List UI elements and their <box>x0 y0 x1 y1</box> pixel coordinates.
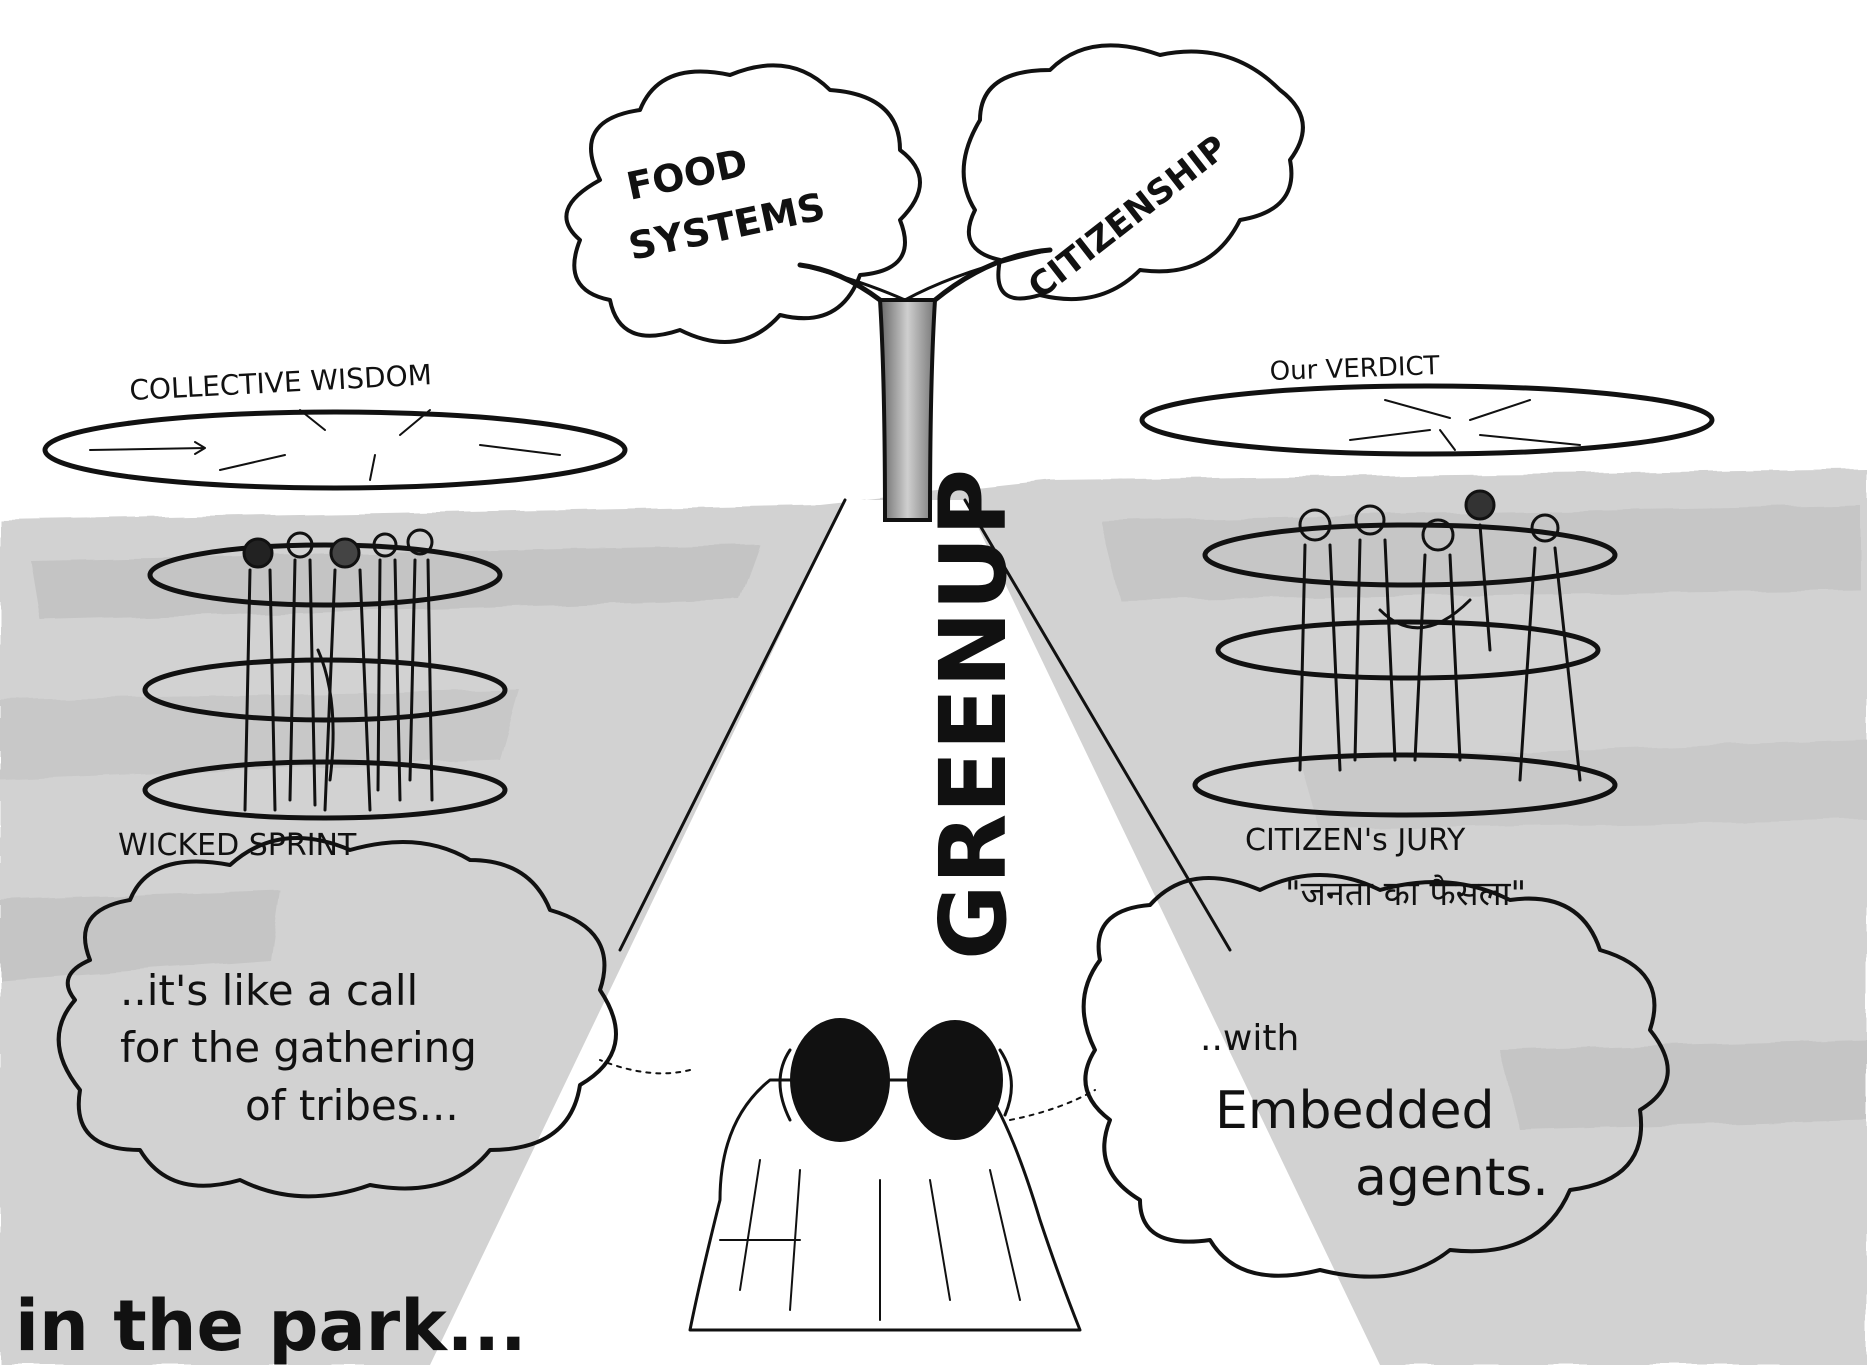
figure-head-left <box>790 1018 890 1142</box>
right-group: Our VERDICT CITIZEN's JURY <box>1139 351 1715 914</box>
jury-people <box>1298 489 1582 782</box>
speech-left-line3: of tribes... <box>245 1081 459 1130</box>
hindi-label: "जनता का फैसला" <box>1285 874 1526 914</box>
seated-figures <box>688 1018 1082 1332</box>
citizens-jury-label: CITIZEN's JURY <box>1245 823 1466 858</box>
speech-right-line1: ..with <box>1200 1018 1299 1059</box>
speech-right-line2: Embedded <box>1215 1081 1495 1141</box>
tree-trunk <box>797 247 1053 522</box>
collective-wisdom-label: COLLECTIVE WISDOM <box>129 358 433 407</box>
cloud-citizenship: CITIZENSHIP <box>961 43 1305 307</box>
collective-wisdom-disk <box>42 409 628 491</box>
caption-in-the-park: in the park... <box>15 1285 527 1365</box>
speech-cloud-right: ..with Embedded agents. <box>1009 873 1670 1279</box>
road-edges <box>618 498 1232 952</box>
figure-folds <box>719 1159 1021 1321</box>
wisdom-arrows <box>89 409 561 481</box>
sprint-rings <box>142 542 508 821</box>
figure-head-right <box>907 1020 1003 1140</box>
verdict-disk <box>1139 383 1715 457</box>
jury-rings <box>1192 522 1618 818</box>
sprint-people <box>242 528 434 812</box>
verdict-arrows <box>1349 399 1581 451</box>
cloud-food-systems: FOOD SYSTEMS <box>564 63 922 344</box>
speech-cloud-left: ..it's like a call for the gathering of … <box>56 836 691 1199</box>
cloud-food-label: FOOD <box>623 140 752 208</box>
speech-right-line3: agents. <box>1355 1148 1549 1208</box>
speech-left-line1: ..it's like a call <box>120 966 418 1015</box>
road <box>430 500 1380 1365</box>
greenup-label: GREENUP <box>920 469 1027 960</box>
our-verdict-label: Our VERDICT <box>1269 351 1440 387</box>
speech-left-line2: for the gathering <box>120 1023 477 1072</box>
